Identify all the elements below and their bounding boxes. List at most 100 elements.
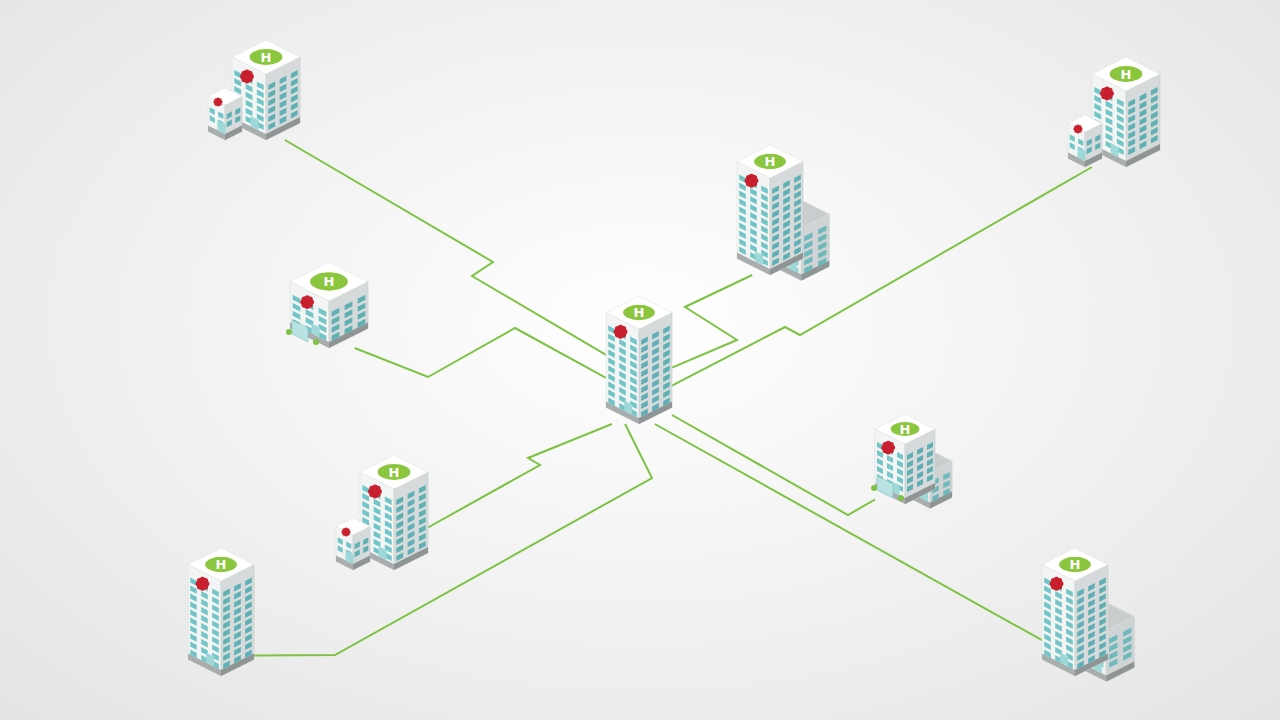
- building-face: [1088, 639, 1095, 647]
- building-face: [783, 188, 790, 196]
- building-face: [1044, 602, 1051, 610]
- building-face: [280, 76, 287, 84]
- network-link: [655, 424, 1042, 640]
- building-face: [1070, 134, 1075, 142]
- building-face: [355, 542, 360, 550]
- building-face: [1068, 115, 1102, 132]
- building-face: [1094, 95, 1101, 103]
- helipad-letter: H: [1070, 558, 1081, 571]
- building-face: [201, 607, 208, 615]
- building-face: [663, 374, 670, 382]
- building-face: [761, 194, 768, 202]
- red-cross-symbol: [745, 174, 759, 188]
- building-face: [630, 337, 637, 345]
- building-face: [1075, 654, 1108, 677]
- building-face: [917, 479, 923, 487]
- building-face: [188, 565, 221, 677]
- building-face: [223, 589, 230, 597]
- building-face: [761, 234, 768, 242]
- building-face: [190, 618, 197, 626]
- building-face: [362, 501, 369, 509]
- building-face: [1066, 589, 1073, 597]
- building-face: [385, 497, 392, 505]
- building-face: [804, 240, 812, 249]
- building-face: [1077, 645, 1084, 653]
- building-face: [408, 507, 415, 515]
- red-cross-symbol: [341, 527, 350, 536]
- building-face: [818, 241, 826, 250]
- building-face: [223, 661, 230, 669]
- helipad-label: H: [249, 49, 283, 66]
- helipad-letter: H: [1121, 68, 1132, 81]
- building-face: [408, 499, 415, 507]
- building-face: [750, 196, 757, 204]
- building-face: [930, 491, 952, 508]
- building-face: [1088, 655, 1095, 663]
- building-face: [232, 40, 300, 74]
- building-face: [190, 586, 197, 594]
- building-face: [268, 122, 275, 130]
- building-face: [1042, 654, 1075, 677]
- building-face: [1094, 103, 1101, 111]
- building-face: [1055, 623, 1062, 631]
- building-face: [1151, 127, 1158, 135]
- building-face: [362, 485, 369, 493]
- building-face: [641, 377, 648, 385]
- building-face: [772, 258, 779, 266]
- building-face: [345, 301, 353, 310]
- building-face: [1088, 623, 1095, 631]
- building-face: [663, 382, 670, 390]
- building-face: [1109, 659, 1117, 668]
- building-face: [1123, 652, 1131, 661]
- building-face: [212, 589, 219, 597]
- building-face: [268, 90, 275, 98]
- building-face: [761, 210, 768, 218]
- building-face: [268, 98, 275, 106]
- building-face: [619, 371, 626, 379]
- building-face: [608, 382, 615, 390]
- building-face: [1044, 650, 1051, 658]
- building-face: [877, 458, 883, 466]
- building-face: [1128, 99, 1135, 107]
- hospital-building: H: [232, 40, 300, 140]
- building-face: [280, 116, 287, 124]
- building-face: [280, 92, 287, 100]
- network-link: [355, 328, 606, 378]
- building-face: [652, 395, 659, 403]
- building-face: [737, 145, 803, 178]
- building-face: [345, 309, 353, 318]
- building-face: [804, 256, 812, 265]
- building-face: [772, 234, 779, 242]
- red-cross-symbol: [614, 325, 628, 339]
- building-face: [1140, 101, 1147, 109]
- building-face: [606, 402, 639, 425]
- building-face: [1088, 599, 1095, 607]
- building-face: [280, 108, 287, 116]
- building-face: [227, 120, 232, 128]
- building-face: [408, 547, 415, 555]
- building-face: [663, 326, 670, 334]
- building-face: [408, 539, 415, 547]
- helipad: [377, 464, 411, 481]
- building-face: [1106, 101, 1113, 109]
- building-face: [663, 366, 670, 374]
- building-face: [1140, 117, 1147, 125]
- building-face: [234, 583, 241, 591]
- building-face: [739, 239, 746, 247]
- building-face: [379, 546, 387, 560]
- building-face: [630, 369, 637, 377]
- building-face: [212, 621, 219, 629]
- building-face: [897, 468, 903, 476]
- building-face: [1087, 147, 1092, 155]
- building-face: [291, 102, 298, 110]
- building-face: [355, 550, 360, 558]
- building-face: [1140, 141, 1147, 149]
- building-face: [818, 249, 826, 258]
- building-face: [1077, 629, 1084, 637]
- helipad-letter: H: [634, 306, 645, 319]
- building-face: [818, 233, 826, 242]
- building-face: [1151, 111, 1158, 119]
- building-face: [1088, 583, 1095, 591]
- building-face: [739, 247, 746, 255]
- building-face: [1088, 631, 1095, 639]
